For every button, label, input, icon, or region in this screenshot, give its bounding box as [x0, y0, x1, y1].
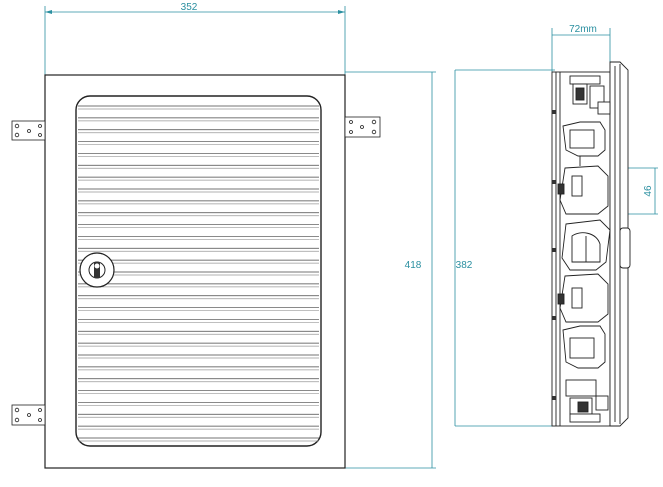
key-lock-icon	[79, 252, 115, 288]
front-view	[11, 74, 381, 469]
gap-dimension-label: 46	[643, 185, 654, 197]
inner-height-dimension-label: 382	[456, 260, 473, 271]
side-bottom-mount	[565, 379, 609, 423]
hinge-plate-top-right	[344, 116, 381, 138]
width-dimension-label: 352	[181, 2, 198, 13]
side-lock-bulge	[619, 227, 631, 269]
hinge-plate-bottom-left	[11, 404, 46, 426]
louvre-lines	[78, 105, 319, 442]
side-component-5	[562, 325, 606, 369]
side-rear-screws	[552, 110, 556, 400]
height-dimension-label: 418	[405, 260, 422, 271]
depth-dimension-label: 72mm	[569, 24, 597, 35]
side-component-2	[557, 165, 609, 215]
hinge-plate-top-left	[11, 120, 46, 141]
side-top-mount	[569, 75, 611, 115]
side-component-3	[561, 219, 611, 271]
side-front-flange	[609, 61, 629, 427]
dimension-lines	[44, 6, 658, 469]
side-component-1	[562, 121, 606, 166]
side-view	[551, 61, 631, 427]
side-component-4	[557, 273, 609, 323]
door-panel	[75, 95, 322, 447]
